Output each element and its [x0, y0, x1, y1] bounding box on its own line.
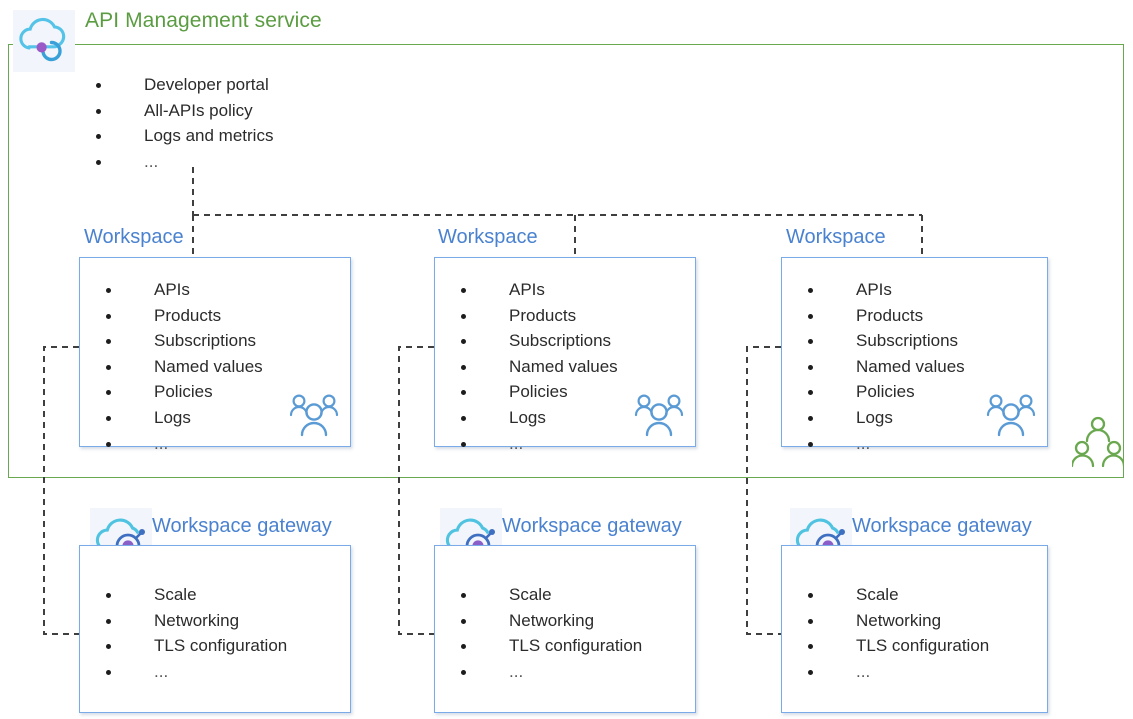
list-item: ... — [98, 659, 287, 685]
list-item: Scale — [800, 582, 989, 608]
list-item: Products — [453, 303, 618, 329]
workspace-2-label: Workspace — [438, 226, 538, 248]
list-item: ... — [800, 431, 965, 457]
gateway-1-label: Workspace gateway — [152, 515, 332, 537]
list-item: Products — [800, 303, 965, 329]
list-item: Subscriptions — [453, 328, 618, 354]
workspace-2-feature-list: APIs Products Subscriptions Named values… — [453, 277, 618, 456]
gateway-1-card: Scale Networking TLS configuration ... — [79, 545, 351, 713]
list-item: Policies — [98, 379, 263, 405]
workspace-3-feature-list: APIs Products Subscriptions Named values… — [800, 277, 965, 456]
list-item: ... — [453, 431, 618, 457]
page-title: API Management service — [85, 9, 322, 32]
list-item: Subscriptions — [98, 328, 263, 354]
list-item: APIs — [98, 277, 263, 303]
workspace-3-card: APIs Products Subscriptions Named values… — [781, 257, 1048, 453]
list-item: Logs — [800, 405, 965, 431]
list-item: Networking — [453, 608, 642, 634]
gateway-2-label: Workspace gateway — [502, 515, 682, 537]
list-item: Products — [98, 303, 263, 329]
gateway-3-label: Workspace gateway — [852, 515, 1032, 537]
workspace-1-label: Workspace — [84, 226, 184, 248]
list-item: Logs and metrics — [88, 123, 273, 149]
service-feature-list: Developer portal All-APIs policy Logs an… — [88, 72, 273, 174]
workspace-1-feature-list: APIs Products Subscriptions Named values… — [98, 277, 263, 456]
list-item: TLS configuration — [453, 633, 642, 659]
list-item: Logs — [98, 405, 263, 431]
list-item: Logs — [453, 405, 618, 431]
people-group-icon — [631, 390, 687, 440]
list-item: Policies — [800, 379, 965, 405]
list-item: All-APIs policy — [88, 98, 273, 124]
gateway-3-feature-list: Scale Networking TLS configuration ... — [800, 582, 989, 684]
list-item: Scale — [453, 582, 642, 608]
workspace-1-card: APIs Products Subscriptions Named values… — [79, 257, 351, 453]
gateway-1-feature-list: Scale Networking TLS configuration ... — [98, 582, 287, 684]
list-item: Named values — [800, 354, 965, 380]
list-item: APIs — [800, 277, 965, 303]
list-item: TLS configuration — [98, 633, 287, 659]
list-item: Subscriptions — [800, 328, 965, 354]
list-item: ... — [800, 659, 989, 685]
workspace-2-card: APIs Products Subscriptions Named values… — [434, 257, 696, 453]
list-item: Networking — [800, 608, 989, 634]
gateway-3-card: Scale Networking TLS configuration ... — [781, 545, 1048, 713]
people-group-icon — [983, 390, 1039, 440]
people-group-icon — [286, 390, 342, 440]
list-item: Developer portal — [88, 72, 273, 98]
list-item: Networking — [98, 608, 287, 634]
gateway-2-feature-list: Scale Networking TLS configuration ... — [453, 582, 642, 684]
service-people-group-icon — [1072, 414, 1124, 472]
list-item: Scale — [98, 582, 287, 608]
list-item: ... — [88, 149, 273, 175]
list-item: ... — [453, 659, 642, 685]
gateway-2-card: Scale Networking TLS configuration ... — [434, 545, 696, 713]
list-item: TLS configuration — [800, 633, 989, 659]
api-management-cloud-icon — [13, 10, 75, 72]
workspace-3-label: Workspace — [786, 226, 886, 248]
list-item: ... — [98, 431, 263, 457]
list-item: Named values — [453, 354, 618, 380]
list-item: Policies — [453, 379, 618, 405]
list-item: Named values — [98, 354, 263, 380]
list-item: APIs — [453, 277, 618, 303]
